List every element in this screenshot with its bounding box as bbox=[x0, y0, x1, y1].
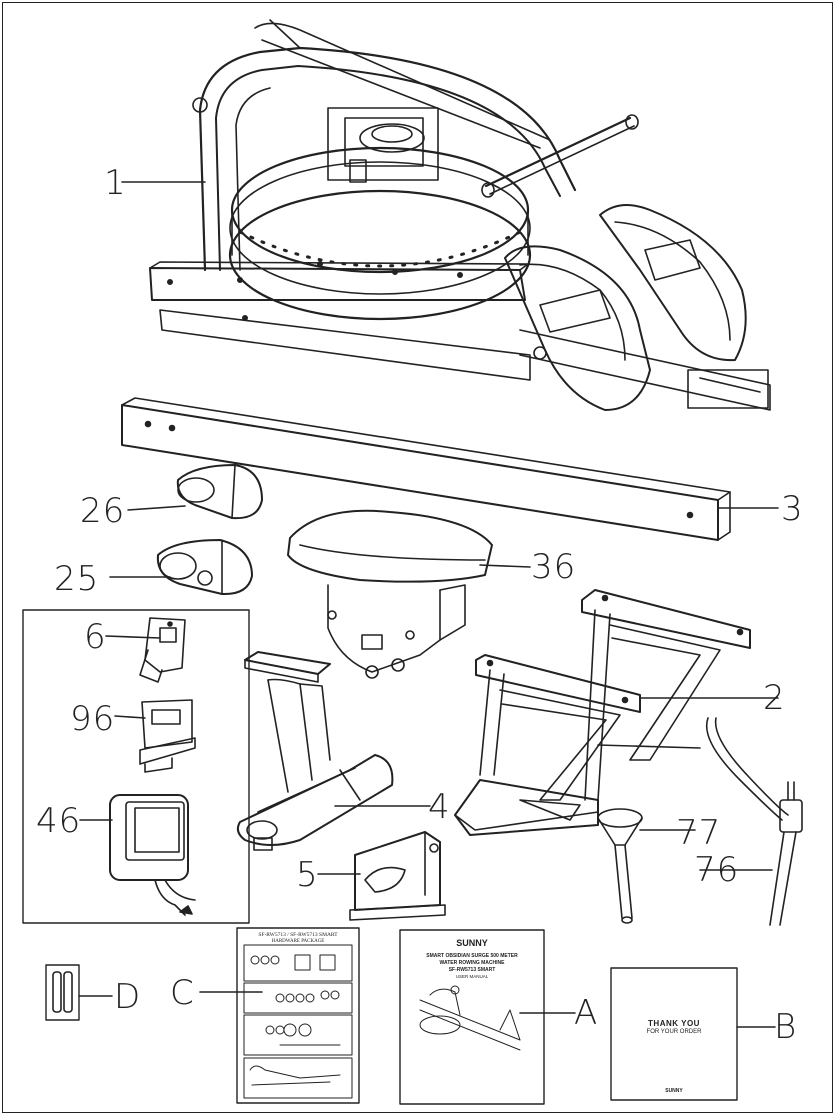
callout-2: 2 bbox=[763, 678, 786, 718]
callout-76: 76 bbox=[694, 850, 740, 890]
callout-96: 96 bbox=[70, 699, 116, 739]
callout-5: 5 bbox=[296, 855, 319, 895]
callout-46: 46 bbox=[36, 801, 82, 841]
leader-96 bbox=[114, 715, 146, 719]
manual-title-line1: SMART OBSIDIAN SURGE 500 METER bbox=[426, 953, 518, 959]
manual-title-line2: WATER ROWING MACHINE bbox=[439, 960, 505, 966]
part-D-box bbox=[45, 964, 80, 1021]
callout-25: 25 bbox=[54, 559, 100, 599]
callout-1: 1 bbox=[104, 163, 127, 203]
part-2-front-frame bbox=[454, 589, 751, 836]
part-46-monitor bbox=[109, 794, 196, 916]
callout-A: A bbox=[574, 993, 599, 1033]
battery-1 bbox=[52, 971, 62, 1013]
part-A-manual bbox=[399, 929, 545, 1105]
hardware-card-contents bbox=[243, 944, 353, 1099]
part-1-main-frame bbox=[149, 19, 771, 411]
hardware-card-title: SF-RW5713 / SF-RW5713 SMART bbox=[258, 932, 338, 938]
manual-brand: SUNNY bbox=[456, 938, 488, 948]
thank-you-line2: FOR YOUR ORDER bbox=[646, 1029, 702, 1035]
part-76-pump bbox=[706, 717, 803, 926]
callout-C: C bbox=[170, 973, 195, 1013]
hardware-card-subtitle: HARDWARE PACKAGE bbox=[271, 939, 325, 944]
part-36-seat bbox=[287, 509, 493, 679]
leader-6 bbox=[105, 635, 161, 639]
sub-parts-panel bbox=[22, 609, 250, 924]
part-77-funnel bbox=[597, 808, 643, 924]
part-5-bracket bbox=[349, 831, 446, 921]
manual-title-line4: USER MANUAL bbox=[455, 974, 489, 979]
manual-title-line3: SF-RW5713 SMART bbox=[448, 967, 496, 973]
callout-77: 77 bbox=[676, 813, 722, 853]
callout-3: 3 bbox=[781, 489, 804, 529]
callout-B: B bbox=[774, 1007, 798, 1047]
part-4-seat-slider bbox=[236, 651, 394, 851]
battery-2 bbox=[63, 971, 73, 1013]
part-3-rail bbox=[121, 397, 731, 541]
callout-36: 36 bbox=[531, 547, 577, 587]
handle-end-right bbox=[625, 114, 639, 130]
callout-6: 6 bbox=[84, 617, 107, 657]
part-96-console-holder bbox=[139, 699, 196, 773]
callout-26: 26 bbox=[80, 491, 126, 531]
leader-26 bbox=[127, 505, 186, 511]
callout-D: D bbox=[114, 977, 142, 1017]
thank-you-brand: SUNNY bbox=[665, 1088, 683, 1094]
part-6-bracket bbox=[139, 617, 186, 683]
manual-illustration bbox=[419, 985, 521, 1051]
leader-36 bbox=[479, 564, 531, 568]
thank-you-line1: THANK YOU bbox=[648, 1019, 700, 1028]
part-25-end-cap bbox=[156, 539, 253, 596]
part-C-card bbox=[236, 927, 360, 1104]
part-26-end-cap bbox=[176, 464, 263, 520]
part-B-card bbox=[610, 967, 738, 1101]
callout-4: 4 bbox=[428, 787, 451, 827]
water-tank bbox=[230, 146, 530, 274]
